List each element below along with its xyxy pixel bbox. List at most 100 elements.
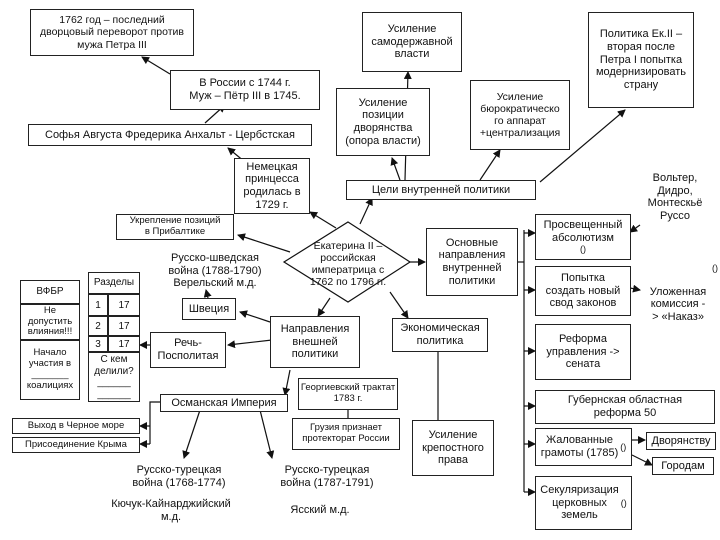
secular-text: Секуляризация церковных земель: [540, 484, 619, 522]
nobility-box: Усиление позиции дворянства (опора власт…: [336, 88, 430, 156]
commission-label: () Уложенная комиссия - > «Наказ»: [638, 250, 718, 324]
bureaucracy-text: Усиление бюрократическо го аппарат +цент…: [479, 90, 561, 140]
arrow-to-nobility: [390, 157, 401, 181]
arrow-to-swedish-war: [203, 289, 212, 299]
philosophers-label: Вольтер, Дидро, Монтескьё Руссо: [647, 172, 703, 222]
foreign-box: Направления внешней политики: [270, 316, 360, 368]
secular-glyph: (): [620, 497, 627, 508]
georgievsk-box: Георгиевский трактат 1783 г.: [298, 378, 398, 410]
autocracy-text: Усиление самодержавной власти: [371, 23, 453, 61]
commission-text: Уложенная комиссия - > «Наказ»: [649, 285, 707, 323]
catherine-label: Екатерина II – российская императрица с …: [309, 240, 387, 289]
arrow-to-economic: [389, 291, 409, 319]
vkfr-box: ВФБР: [20, 280, 80, 304]
sophia-box: Софья Августа Фредерика Анхальт - Цербст…: [28, 124, 312, 146]
economic-text: Экономическая политика: [400, 322, 480, 347]
secular-box: Секуляризация церковных земель (): [535, 476, 632, 530]
arrow-to-baltic: [237, 233, 291, 253]
sweden-box: Швеция: [182, 298, 236, 320]
black-sea-box: Выход в Черное море: [12, 418, 140, 434]
not-allow-text: Не допустить влияния!!!: [27, 304, 73, 338]
ottoman-bracket: [149, 401, 160, 444]
partition-year-3: 17: [108, 336, 140, 352]
arrow-to-gorodam: [631, 454, 653, 466]
attempt-box: Попытка создать новый свод законов: [535, 266, 631, 316]
baltic-text: Укрепление позиций в Прибалтике: [129, 215, 221, 237]
partition-num-2: 2: [88, 316, 108, 336]
arrow-to-foreign: [317, 297, 331, 317]
coup-box: 1762 год – последний дворцовый переворот…: [30, 9, 194, 56]
coalition-text: Начало участия в _______ коалициях: [26, 347, 74, 391]
nobility-text: Усиление позиции дворянства (опора власт…: [345, 96, 421, 147]
reform-box: Реформа управления -> сената: [535, 324, 631, 380]
yassy-label: Ясский м.д.: [290, 504, 350, 516]
baltic-box: Укрепление позиций в Прибалтике: [116, 214, 234, 240]
georgievsk-text: Георгиевский трактат 1783 г.: [300, 382, 396, 404]
dvoryanstvu-box: Дворянству: [646, 432, 716, 450]
vkfr-text: ВФБР: [36, 286, 64, 298]
russia-box: В России с 1744 г. Муж – Пётр III в 1745…: [170, 70, 320, 110]
crimea-text: Присоединение Крыма: [25, 438, 127, 450]
rzech-text: Речь- Посполитая: [157, 337, 219, 362]
arrow-to-bureaucracy: [479, 149, 501, 181]
crimea-box: Присоединение Крыма: [12, 437, 140, 453]
german-box: Немецкая принцесса родилась в 1729 г.: [234, 158, 310, 214]
arrow-to-sweden: [239, 310, 271, 323]
gubernia-text: Губернская областная реформа 50: [567, 394, 683, 419]
partition-num-1: 1: [88, 294, 108, 316]
arrow-to-ottoman: [282, 369, 291, 396]
economic-box: Экономическая политика: [392, 318, 488, 352]
arrow-to-coup: [141, 56, 171, 75]
russia-text: В России с 1744 г. Муж – Пётр III в 1745…: [189, 77, 301, 102]
partition-year-1: 17: [108, 294, 140, 316]
serfdom-text: Усиление крепостного права: [422, 429, 484, 467]
goals-text: Цели внутренней политики: [371, 183, 511, 196]
gorodam-box: Городам: [652, 457, 714, 475]
black-sea-text: Выход в Черное море: [27, 419, 125, 431]
rzech-box: Речь- Посполитая: [150, 332, 226, 368]
with-whom-box: С кем делили? ______ ______: [88, 352, 140, 402]
arrow-to-commission: [629, 284, 641, 293]
arrow-to-goals: [359, 197, 373, 225]
charters-box: Жалованные грамоты (1785) (): [535, 428, 632, 466]
policy-box: Политика Ек.II – вторая после Петра I по…: [588, 12, 694, 108]
georgia-text: Грузия признает протекторат России: [302, 422, 390, 444]
autocracy-box: Усиление самодержавной власти: [362, 12, 462, 72]
arrow-to-rt-war2: [259, 409, 275, 459]
goals-box: Цели внутренней политики: [346, 180, 536, 200]
arrow-to-policy: [539, 109, 626, 183]
reform-text: Реформа управления -> сената: [546, 333, 620, 371]
ottoman-text: Османская Империя: [171, 396, 277, 409]
enlightened-text: Просвещенный абсолютизм: [543, 219, 623, 244]
sections-text: Разделы: [93, 277, 135, 289]
sections-box: Разделы: [88, 272, 140, 294]
main-dirs-box: Основные направления внутренней политики: [426, 228, 518, 296]
connector-lines: [139, 56, 653, 496]
commission-glyph: (): [712, 262, 718, 273]
charters-glyph: (): [620, 441, 627, 452]
sweden-text: Швеция: [188, 302, 230, 315]
foreign-text: Направления внешней политики: [280, 323, 350, 361]
bureaucracy-box: Усиление бюрократическо го аппарат +цент…: [470, 80, 570, 150]
attempt-text: Попытка создать новый свод законов: [545, 272, 621, 310]
arrow-philosophers: [629, 224, 641, 233]
enlightened-box: Просвещенный абсолютизм (): [535, 214, 631, 260]
arrow-to-german: [309, 211, 337, 229]
arrow-to-rt-war1: [182, 409, 201, 459]
swedish-war-label: Русско-шведская война (1788-1790) Верель…: [168, 252, 262, 290]
dvoryanstvu-text: Дворянству: [651, 434, 711, 447]
not-allow-box: Не допустить влияния!!!: [20, 304, 80, 340]
gubernia-box: Губернская областная реформа 50: [535, 390, 715, 424]
main-dirs-text: Основные направления внутренней политики: [438, 236, 506, 287]
with-whom-text: С кем делили? ______ ______: [94, 354, 134, 400]
coup-text: 1762 год – последний дворцовый переворот…: [40, 14, 184, 51]
sophia-text: Софья Августа Фредерика Анхальт - Цербст…: [45, 128, 295, 141]
rt-war2-label: Русско-турецкая война (1787-1791): [280, 464, 374, 489]
coalition-box: Начало участия в _______ коалициях: [20, 340, 80, 400]
kuchuk-label: Кючук-Кайнарджийский м.д.: [111, 498, 231, 523]
partition-year-2: 17: [108, 316, 140, 336]
charters-text: Жалованные грамоты (1785): [540, 434, 619, 459]
ottoman-box: Османская Империя: [160, 394, 288, 412]
gorodam-text: Городам: [661, 459, 705, 472]
